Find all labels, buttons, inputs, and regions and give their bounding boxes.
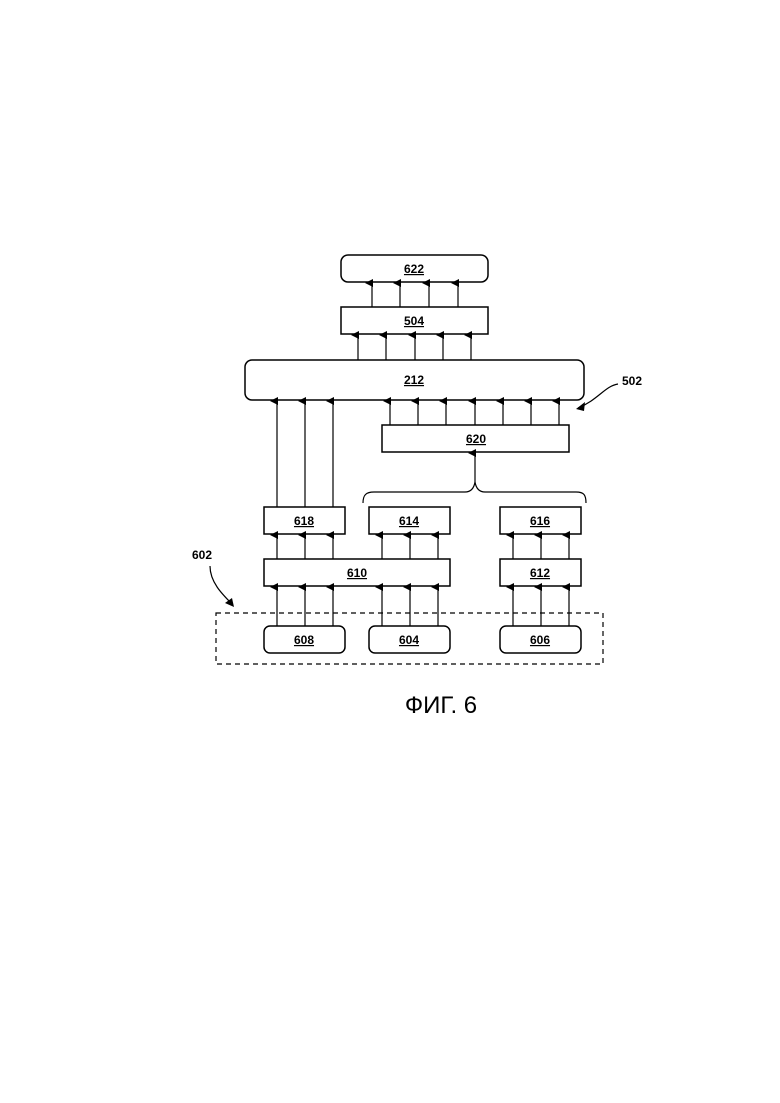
arrows-212-to-504 — [358, 335, 471, 360]
block-610: 610 — [264, 559, 450, 586]
arrows-610-to-618-614 — [277, 535, 438, 559]
block-212-label: 212 — [404, 373, 424, 387]
arrows-620-to-212 — [390, 401, 559, 425]
block-618-label: 618 — [294, 514, 314, 528]
ref-502: 502 — [576, 374, 642, 411]
block-622-label: 622 — [404, 262, 424, 276]
block-606-label: 606 — [530, 633, 550, 647]
ref-602-label: 602 — [192, 548, 212, 562]
block-610-label: 610 — [347, 566, 367, 580]
arrows-606-to-612 — [513, 587, 569, 626]
ref-502-label: 502 — [622, 374, 642, 388]
block-618: 618 — [264, 507, 345, 534]
block-612: 612 — [500, 559, 581, 586]
block-620: 620 — [382, 425, 569, 452]
block-608-label: 608 — [294, 633, 314, 647]
block-608: 608 — [264, 626, 345, 653]
block-616: 616 — [500, 507, 581, 534]
block-620-label: 620 — [466, 432, 486, 446]
block-212: 212 — [245, 360, 584, 400]
arrows-612-to-616 — [513, 535, 569, 559]
block-606: 606 — [500, 626, 581, 653]
brace-614-616-to-620 — [363, 453, 586, 503]
arrows-504-to-622 — [372, 283, 458, 307]
figure-caption: ФИГ. 6 — [405, 692, 477, 719]
block-604-label: 604 — [399, 633, 419, 647]
block-616-label: 616 — [530, 514, 550, 528]
arrows-618-to-212 — [277, 401, 333, 507]
block-504: 504 — [341, 307, 488, 334]
block-614: 614 — [369, 507, 450, 534]
block-612-label: 612 — [530, 566, 550, 580]
block-622: 622 — [341, 255, 488, 282]
block-504-label: 504 — [404, 314, 424, 328]
block-604: 604 — [369, 626, 450, 653]
arrows-608-604-to-610 — [277, 587, 438, 626]
ref-602: 602 — [192, 548, 234, 607]
block-614-label: 614 — [399, 514, 419, 528]
